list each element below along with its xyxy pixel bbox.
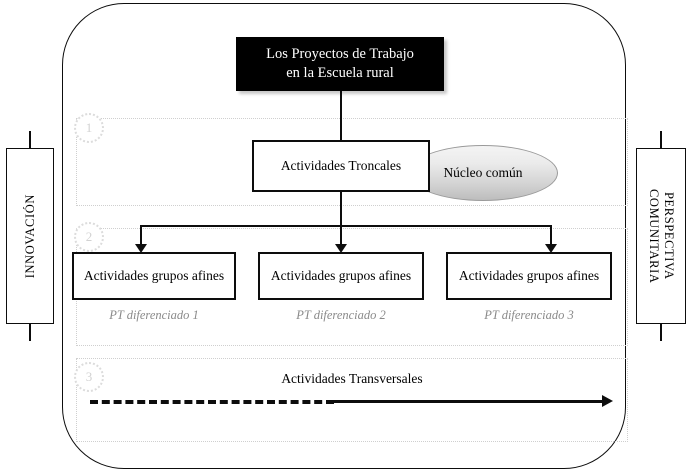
right-panel-connector-bottom: [660, 323, 662, 341]
ellipse-nucleo-comun: Núcleo común: [408, 145, 558, 201]
caption-pt-diferenciado-3: PT diferenciado 3: [484, 308, 574, 322]
left-panel-connector-top: [29, 131, 31, 149]
step-marker-1: 1: [74, 113, 104, 143]
step-marker-2: 2: [74, 222, 104, 252]
side-panel-innovacion-label: INNOVACIÓN: [22, 193, 37, 279]
diagram-title-line-1: Los Proyectos de Trabajo: [266, 46, 414, 63]
label-actividades-transversales: Actividades Transversales: [281, 371, 423, 386]
node-actividades-troncales: Actividades Troncales: [252, 140, 430, 192]
arrowhead-middle: [335, 244, 347, 253]
connector-drop-middle: [340, 225, 342, 246]
arrowhead-right: [545, 244, 557, 253]
connector-drop-left: [140, 225, 142, 246]
transversal-dashed-segment: [90, 400, 334, 404]
diagram-title-box: Los Proyectos de Trabajo en la Escuela r…: [236, 37, 444, 91]
side-panel-perspectiva-line-2: COMUNITARIA: [647, 188, 661, 284]
node-actividades-grupos-afines-2: Actividades grupos afines: [258, 252, 424, 300]
transversal-arrowhead-icon: [602, 395, 613, 407]
connector-troncales-to-bus: [340, 191, 342, 227]
connector-title-to-troncales: [340, 91, 342, 141]
side-panel-perspectiva-comunitaria: PERSPECTIVA COMUNITARIA: [636, 148, 686, 324]
caption-pt-diferenciado-2: PT diferenciado 2: [296, 308, 386, 322]
caption-pt-diferenciado-1: PT diferenciado 1: [109, 308, 199, 322]
connector-drop-right: [550, 225, 552, 246]
side-panel-perspectiva-label: PERSPECTIVA COMUNITARIA: [646, 189, 676, 284]
left-panel-connector-bottom: [29, 323, 31, 341]
side-panel-innovacion: INNOVACIÓN: [6, 148, 54, 324]
section-band-3: [76, 358, 628, 442]
section-band-1: [76, 118, 628, 206]
node-actividades-grupos-afines-3: Actividades grupos afines: [446, 252, 612, 300]
outer-rounded-frame: [62, 3, 626, 469]
transversal-solid-segment: [326, 400, 606, 403]
step-marker-3: 3: [74, 362, 104, 392]
node-actividades-grupos-afines-1: Actividades grupos afines: [72, 252, 236, 300]
connector-horizontal-bus: [140, 225, 552, 227]
side-panel-perspectiva-line-1: PERSPECTIVA: [661, 192, 676, 280]
arrowhead-left: [135, 244, 147, 253]
diagram-title-line-2: en la Escuela rural: [286, 65, 394, 81]
right-panel-connector-top: [660, 131, 662, 149]
